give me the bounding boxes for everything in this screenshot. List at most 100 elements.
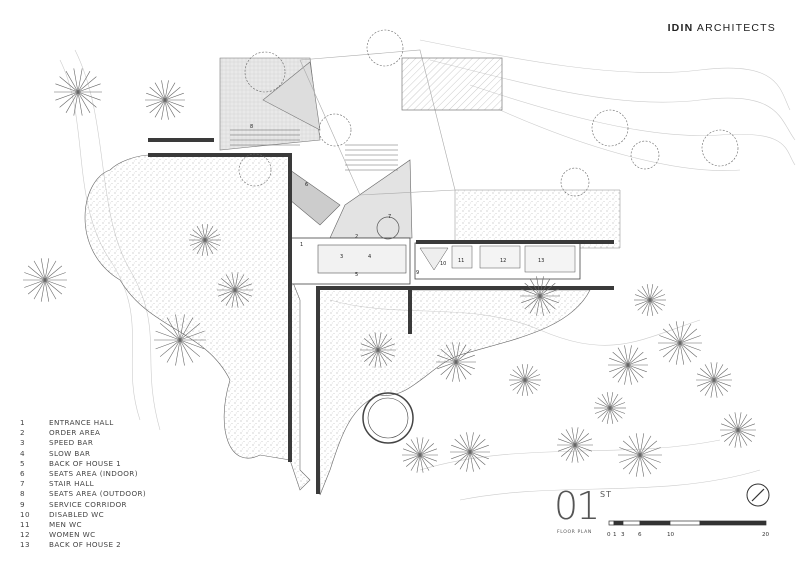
tree-icon: [594, 392, 626, 424]
legend-item: 4 SLOW BAR: [20, 449, 146, 459]
stairs: [230, 129, 398, 171]
legend-item: 8 SEATS AREA (OUTDOOR): [20, 489, 146, 499]
tree-icon: [618, 433, 662, 477]
tree-icon: [696, 362, 732, 398]
north-arrow-icon: [746, 483, 770, 507]
legend-number: 9: [20, 499, 25, 509]
legend-label: SERVICE CORRIDOR: [49, 499, 127, 509]
brand-logo: IDIN ARCHITECTS: [668, 22, 776, 34]
room-tag-1: 1: [300, 242, 303, 248]
legend-label: SLOW BAR: [49, 448, 91, 458]
building-core: [289, 216, 581, 285]
tree-canopy-icon: [701, 129, 739, 167]
tree-canopy-icon: [366, 29, 404, 67]
legend-number: 2: [20, 428, 25, 438]
trees: [23, 29, 756, 477]
room-tag-9: 9: [416, 270, 419, 276]
tree-icon: [720, 412, 756, 448]
room-legend: 1 ENTRANCE HALL 2 ORDER AREA 3 SPEED BAR 4 SLOW…: [20, 418, 146, 551]
room-tag-2: 2: [355, 234, 358, 240]
tree-icon: [520, 276, 560, 316]
tree-icon: [450, 432, 490, 472]
legend-number: 3: [20, 438, 25, 448]
circular-stair: [362, 392, 414, 444]
tree-icon: [154, 314, 206, 366]
legend-item: 1 ENTRANCE HALL: [20, 418, 146, 428]
legend-number: 6: [20, 469, 25, 479]
legend-item: 10 DISABLED WC: [20, 510, 146, 520]
legend-number: 5: [20, 458, 25, 468]
tree-icon: [402, 437, 438, 473]
brand-name-rest: ARCHITECTS: [693, 22, 776, 34]
walls: [148, 138, 614, 494]
legend-number: 1: [20, 418, 25, 427]
tree-icon: [23, 258, 67, 302]
tree-icon: [145, 80, 185, 120]
legend-label: SEATS AREA (INDOOR): [49, 469, 138, 479]
room-tag-4: 4: [368, 254, 371, 260]
tree-canopy-icon: [238, 153, 272, 187]
room-tag-3: 3: [340, 254, 343, 260]
tree-canopy-icon: [630, 140, 660, 170]
scale-label-1: 1: [613, 532, 617, 538]
scale-label-20: 20: [762, 532, 770, 538]
tree-icon: [634, 284, 666, 316]
floor-number: 01: [554, 484, 600, 528]
scale-bar: [608, 520, 767, 526]
floor-suffix: ST: [600, 490, 612, 499]
floor-title: 01 ST FLOOR PLAN: [554, 484, 611, 535]
tree-icon: [217, 272, 253, 308]
legend-label: MEN WC: [49, 520, 82, 530]
room-tag-7: 7: [388, 214, 391, 220]
legend-item: 6 SEATS AREA (INDOOR): [20, 469, 146, 479]
tree-canopy-icon: [560, 167, 590, 197]
legend-number: 4: [20, 448, 25, 458]
tree-icon: [189, 224, 221, 256]
tree-icon: [54, 68, 102, 116]
floor-caption: FLOOR PLAN: [557, 530, 592, 535]
legend-item: 5 BACK OF HOUSE 1: [20, 459, 146, 469]
scale-label-3: 3: [621, 532, 625, 538]
tree-icon: [658, 321, 702, 365]
scale-label-0: 0: [607, 532, 611, 538]
tree-icon: [436, 342, 476, 382]
legend-item: 3 SPEED BAR: [20, 438, 146, 448]
landscape-planting-south: [317, 287, 591, 496]
legend-label: BACK OF HOUSE 2: [49, 540, 122, 550]
tree-icon: [360, 332, 396, 368]
legend-label: WOMEN WC: [49, 530, 96, 540]
legend-item: 9 SERVICE CORRIDOR: [20, 500, 146, 510]
legend-label: ORDER AREA: [49, 428, 101, 438]
legend-number: 8: [20, 489, 25, 499]
legend-item: 2 ORDER AREA: [20, 428, 146, 438]
legend-number: 10: [20, 509, 30, 519]
tree-icon: [557, 427, 593, 463]
tree-icon: [608, 345, 648, 385]
tree-canopy-icon: [244, 51, 286, 93]
room-tag-6: 6: [305, 182, 308, 188]
tree-icon: [509, 364, 541, 396]
legend-label: BACK OF HOUSE 1: [49, 458, 122, 468]
room-tag-12: 12: [500, 258, 506, 264]
legend-item: 12 WOMEN WC: [20, 530, 146, 540]
legend-item: 13 BACK OF HOUSE 2: [20, 540, 146, 550]
tree-canopy-icon: [591, 109, 629, 147]
room-tags: 1 2 3 4 5 6 7 8 9 10 11 12 13: [250, 124, 544, 278]
room-tag-5: 5: [355, 272, 358, 278]
legend-label: STAIR HALL: [49, 479, 95, 489]
legend-label: DISABLED WC: [49, 509, 105, 519]
legend-label: SEATS AREA (OUTDOOR): [49, 489, 147, 499]
paved-terraces: [219, 49, 621, 249]
brand-name-bold: IDIN: [667, 22, 694, 34]
legend-number: 12: [20, 530, 30, 540]
scale-label-6: 6: [638, 532, 642, 538]
legend-label: ENTRANCE HALL: [49, 418, 114, 427]
room-tag-10: 10: [440, 261, 446, 267]
legend-label: SPEED BAR: [49, 438, 94, 448]
scale-label-10: 10: [667, 532, 675, 538]
legend-number: 13: [20, 540, 30, 550]
landscape-planting: [84, 154, 311, 491]
